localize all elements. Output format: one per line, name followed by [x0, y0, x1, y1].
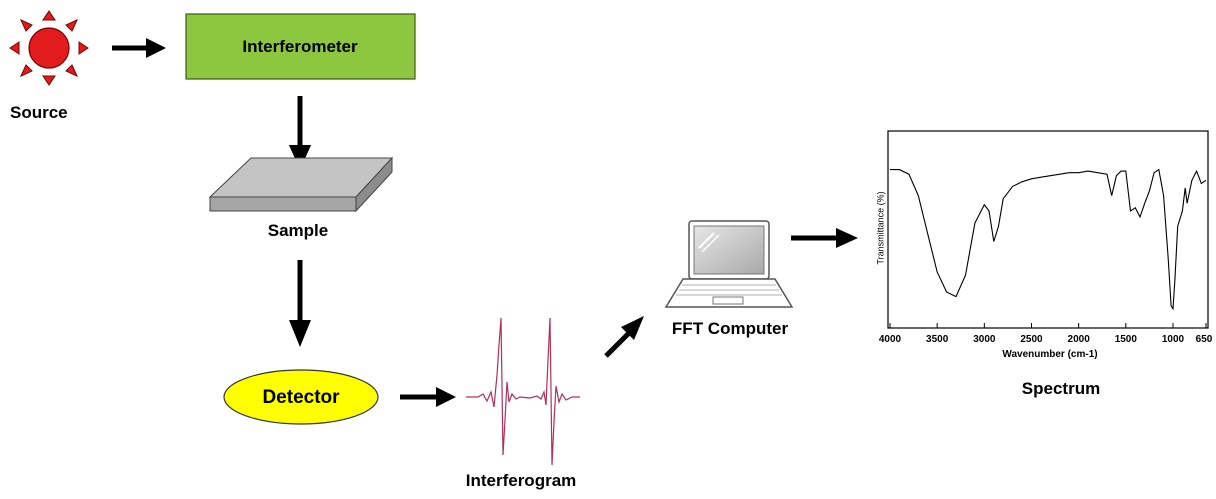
detector-ellipse: [223, 369, 379, 425]
fft-computer-label: FFT Computer: [671, 319, 789, 338]
spectrum-x-tick-label: 2500: [1020, 334, 1043, 345]
arrow-interferogram-to-computer: [604, 316, 644, 358]
interferometer-box: [185, 13, 416, 80]
source-label: Source: [10, 103, 68, 122]
arrow-source-to-interferometer: [112, 38, 166, 58]
interferometer-label: Interferometer: [242, 37, 358, 56]
spectrum-x-axis-label: Wavenumber (cm-1): [1002, 349, 1098, 360]
arrow-detector-to-interferogram: [400, 387, 456, 407]
spectrum-title: Spectrum: [1021, 379, 1101, 398]
interferogram-trace: [466, 317, 580, 466]
interferogram-label: Interferogram: [465, 471, 577, 490]
spectrum-x-tick-marks: [889, 323, 1207, 328]
arrow-computer-to-spectrum: [791, 228, 858, 248]
laptop-icon: [664, 220, 794, 308]
sun-icon: [9, 10, 89, 86]
spectrum-x-tick-label: 4000: [878, 334, 902, 345]
sample-slab: [208, 156, 394, 213]
spectrum-line: [890, 168, 1207, 311]
spectrum-x-tick-label: 1000: [1161, 334, 1185, 345]
detector-label: Detector: [262, 387, 340, 408]
spectrum-plot-frame: [887, 130, 1209, 329]
spectrum-x-tick-label: 3500: [926, 334, 949, 345]
sample-label: Sample: [267, 221, 329, 240]
spectrum-x-tick-label: 2000: [1067, 334, 1090, 345]
spectrum-x-tick-label: 650: [1195, 334, 1213, 345]
spectrum-y-axis-label: Transmittance (%): [875, 191, 886, 265]
spectrum-x-tick-label: 3000: [973, 334, 996, 345]
spectrum-x-tick-label: 1500: [1114, 334, 1137, 345]
arrow-sample-to-detector: [289, 260, 311, 347]
